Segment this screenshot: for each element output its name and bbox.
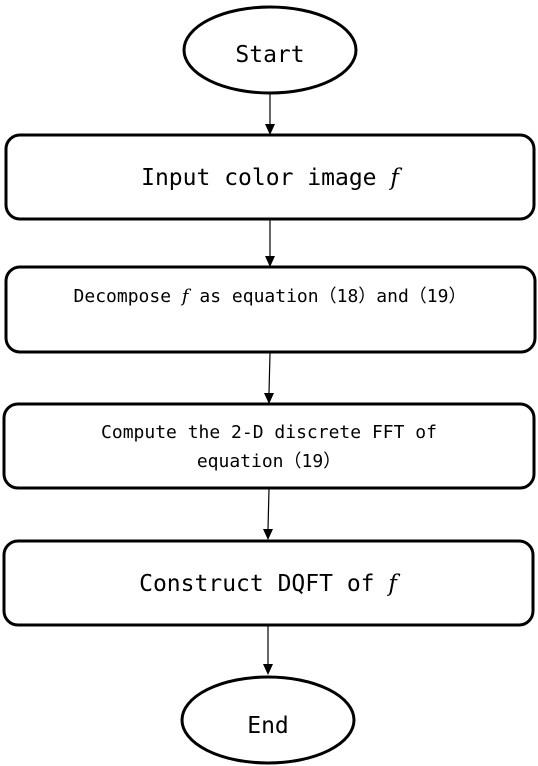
edge-compute-construct	[263, 488, 273, 540]
end-terminator	[180, 675, 356, 765]
edge-input-decompose	[265, 220, 275, 267]
compute-label-line-2: equation（19）	[197, 451, 341, 472]
start-terminator	[182, 5, 358, 95]
decompose-label: Decompose f as equation（18）and（19）	[74, 286, 467, 307]
variable-f: f	[388, 165, 402, 191]
node-end: End	[180, 675, 356, 765]
node-construct: Construct DQFT of f	[2, 539, 535, 627]
compute-label-line-1: Compute the 2-D discrete FFT of	[101, 422, 437, 443]
node-compute: Compute the 2-D discrete FFT of equation…	[2, 402, 536, 490]
node-input: Input color image f	[4, 133, 536, 221]
input-label: Input color image f	[141, 165, 402, 191]
edge-start-input	[265, 94, 275, 135]
edge-construct-end	[263, 626, 273, 675]
start-label: Start	[235, 42, 304, 68]
compute-process-box	[2, 402, 536, 490]
decompose-process-box	[4, 265, 537, 354]
edge-decompose-compute	[264, 352, 274, 404]
construct-process-box	[2, 539, 535, 627]
input-process-box	[4, 133, 536, 221]
node-start: Start	[182, 5, 358, 95]
end-label: End	[247, 713, 289, 739]
construct-label: Construct DQFT of f	[139, 571, 400, 597]
variable-f: f	[386, 571, 400, 597]
node-decompose: Decompose f as equation（18）and（19）	[4, 265, 537, 354]
